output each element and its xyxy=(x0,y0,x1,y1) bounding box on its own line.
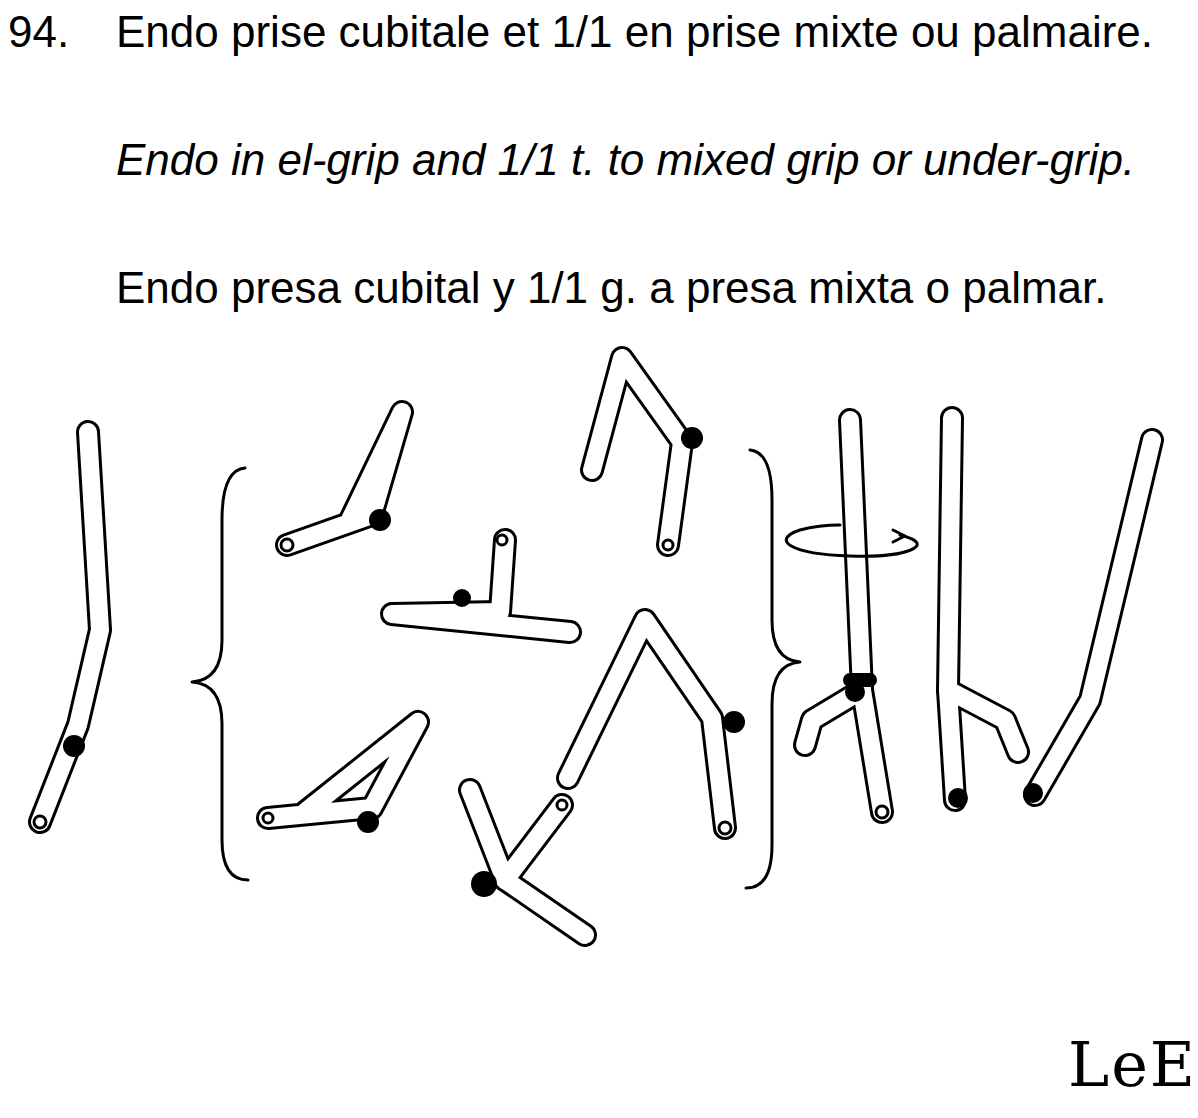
description-es: Endo presa cubital y 1/1 g. a presa mixt… xyxy=(116,256,1194,320)
artist-signature: LeE xyxy=(1068,1030,1193,1100)
item-number: 94. xyxy=(8,0,108,64)
description-en: Endo in el-grip and 1/1 t. to mixed grip… xyxy=(116,128,1194,192)
description-fr: Endo prise cubitale et 1/1 en prise mixt… xyxy=(116,0,1194,64)
